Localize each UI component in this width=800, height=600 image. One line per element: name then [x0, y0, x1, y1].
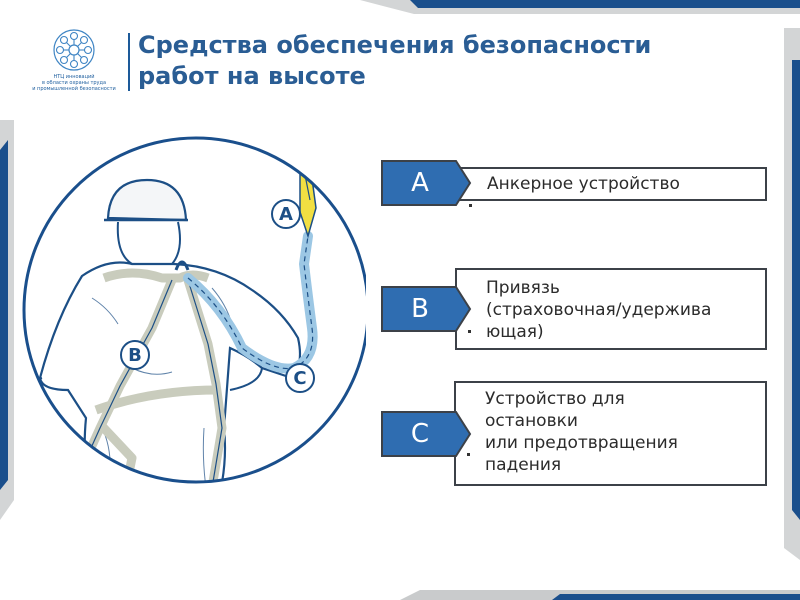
worker-harness-illustration-icon: A B C	[22, 136, 366, 484]
marker-c: C	[293, 368, 306, 389]
item-bullet	[467, 453, 470, 456]
item-c-line: или предотвращения	[485, 433, 678, 453]
item-c-line: падения	[485, 455, 562, 475]
item-b-line: (страховочная/удержива	[486, 300, 712, 320]
page-title: Средства обеспечения безопасности работ …	[138, 30, 758, 92]
logo-caption-line: НТЦ инноваций	[53, 74, 95, 80]
company-logo: НТЦ инноваций в области охраны труда и п…	[28, 28, 120, 98]
title-divider	[128, 33, 130, 91]
item-a-box: Анкерное устройство	[456, 167, 767, 207]
marker-b: B	[128, 345, 142, 366]
item-a-text: Анкерное устройство	[487, 173, 680, 195]
logo-caption-line: в области охраны труда	[41, 80, 107, 86]
item-a-badge: A	[380, 159, 472, 207]
item-b-letter: B	[411, 294, 429, 324]
logo-caption-line: и промышленной безопасности	[32, 86, 116, 92]
item-c-text: Устройство для остановки или предотвраще…	[485, 388, 678, 476]
item-c-line: остановки	[485, 411, 578, 431]
title-line-2: работ на высоте	[138, 62, 366, 90]
item-c-line: Устройство для	[485, 389, 625, 409]
item-c-badge: C	[380, 410, 472, 458]
item-b-line: Привязь	[486, 278, 560, 298]
item-b-line: ющая)	[486, 322, 544, 342]
item-bullet	[469, 204, 472, 207]
item-c-letter: C	[410, 419, 430, 449]
item-bullet	[468, 330, 471, 333]
item-c-box: Устройство для остановки или предотвраще…	[454, 381, 767, 486]
title-line-1: Средства обеспечения безопасности	[138, 31, 652, 59]
item-b-text: Привязь (страховочная/удержива ющая)	[486, 277, 711, 343]
item-a-letter: A	[411, 168, 429, 198]
marker-a: A	[279, 204, 293, 225]
item-b-box: Привязь (страховочная/удержива ющая)	[455, 268, 767, 350]
network-circle-logo-icon	[53, 29, 95, 71]
item-a-line: Анкерное устройство	[487, 174, 680, 194]
item-b-badge: B	[380, 285, 472, 333]
logo-caption: НТЦ инноваций в области охраны труда и п…	[28, 74, 120, 92]
